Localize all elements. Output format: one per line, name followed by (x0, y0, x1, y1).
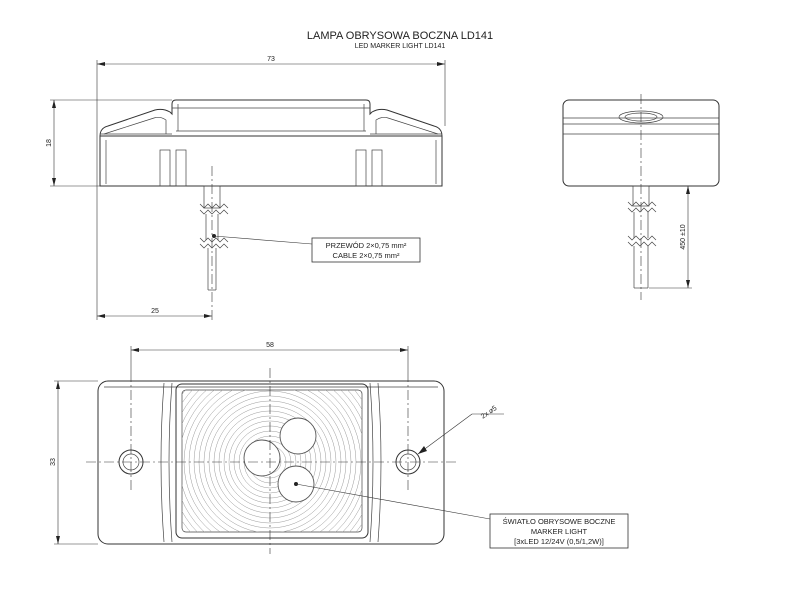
drawing-subtitle: LED MARKER LIGHT LD141 (355, 43, 446, 50)
dimension-width: 33 (50, 458, 57, 466)
cable-callout: PRZEWÓD 2×0,75 mm² CABLE 2×0,75 mm² (311, 237, 421, 263)
light-note-en: MARKER LIGHT (531, 527, 588, 536)
led-group (243, 417, 317, 503)
drawing-title: LAMPA OBRYSOWA BOCZNA LD141 (307, 30, 493, 42)
dimension-cable-offset: 25 (151, 308, 159, 315)
dimension-cable-length: 450 ±10 (680, 224, 687, 249)
top-view (86, 368, 456, 554)
dimension-hole-spacing: 58 (266, 342, 274, 349)
light-callout: ŚWIATŁO OBRYSOWE BOCZNE MARKER LIGHT [3x… (294, 482, 629, 549)
dimension-height: 18 (46, 139, 53, 147)
front-view (99, 99, 443, 320)
light-note-spec: [3xLED 12/24V (0,5/1,2W)] (514, 537, 604, 546)
cable-note-en: CABLE 2×0,75 mm² (333, 251, 400, 260)
dimension-length: 73 (267, 56, 275, 63)
top-dimensions: 58 33 2x ⌀5 (50, 342, 504, 545)
led-1 (243, 439, 281, 477)
side-view: 450 ±10 (562, 94, 720, 300)
cable-note-pl: PRZEWÓD 2×0,75 mm² (326, 241, 407, 250)
led-2 (279, 417, 317, 455)
light-note-pl: ŚWIATŁO OBRYSOWE BOCZNE (503, 517, 616, 526)
front-dimensions: 73 18 25 (46, 56, 446, 320)
hole-spec: 2x ⌀5 (480, 405, 498, 421)
